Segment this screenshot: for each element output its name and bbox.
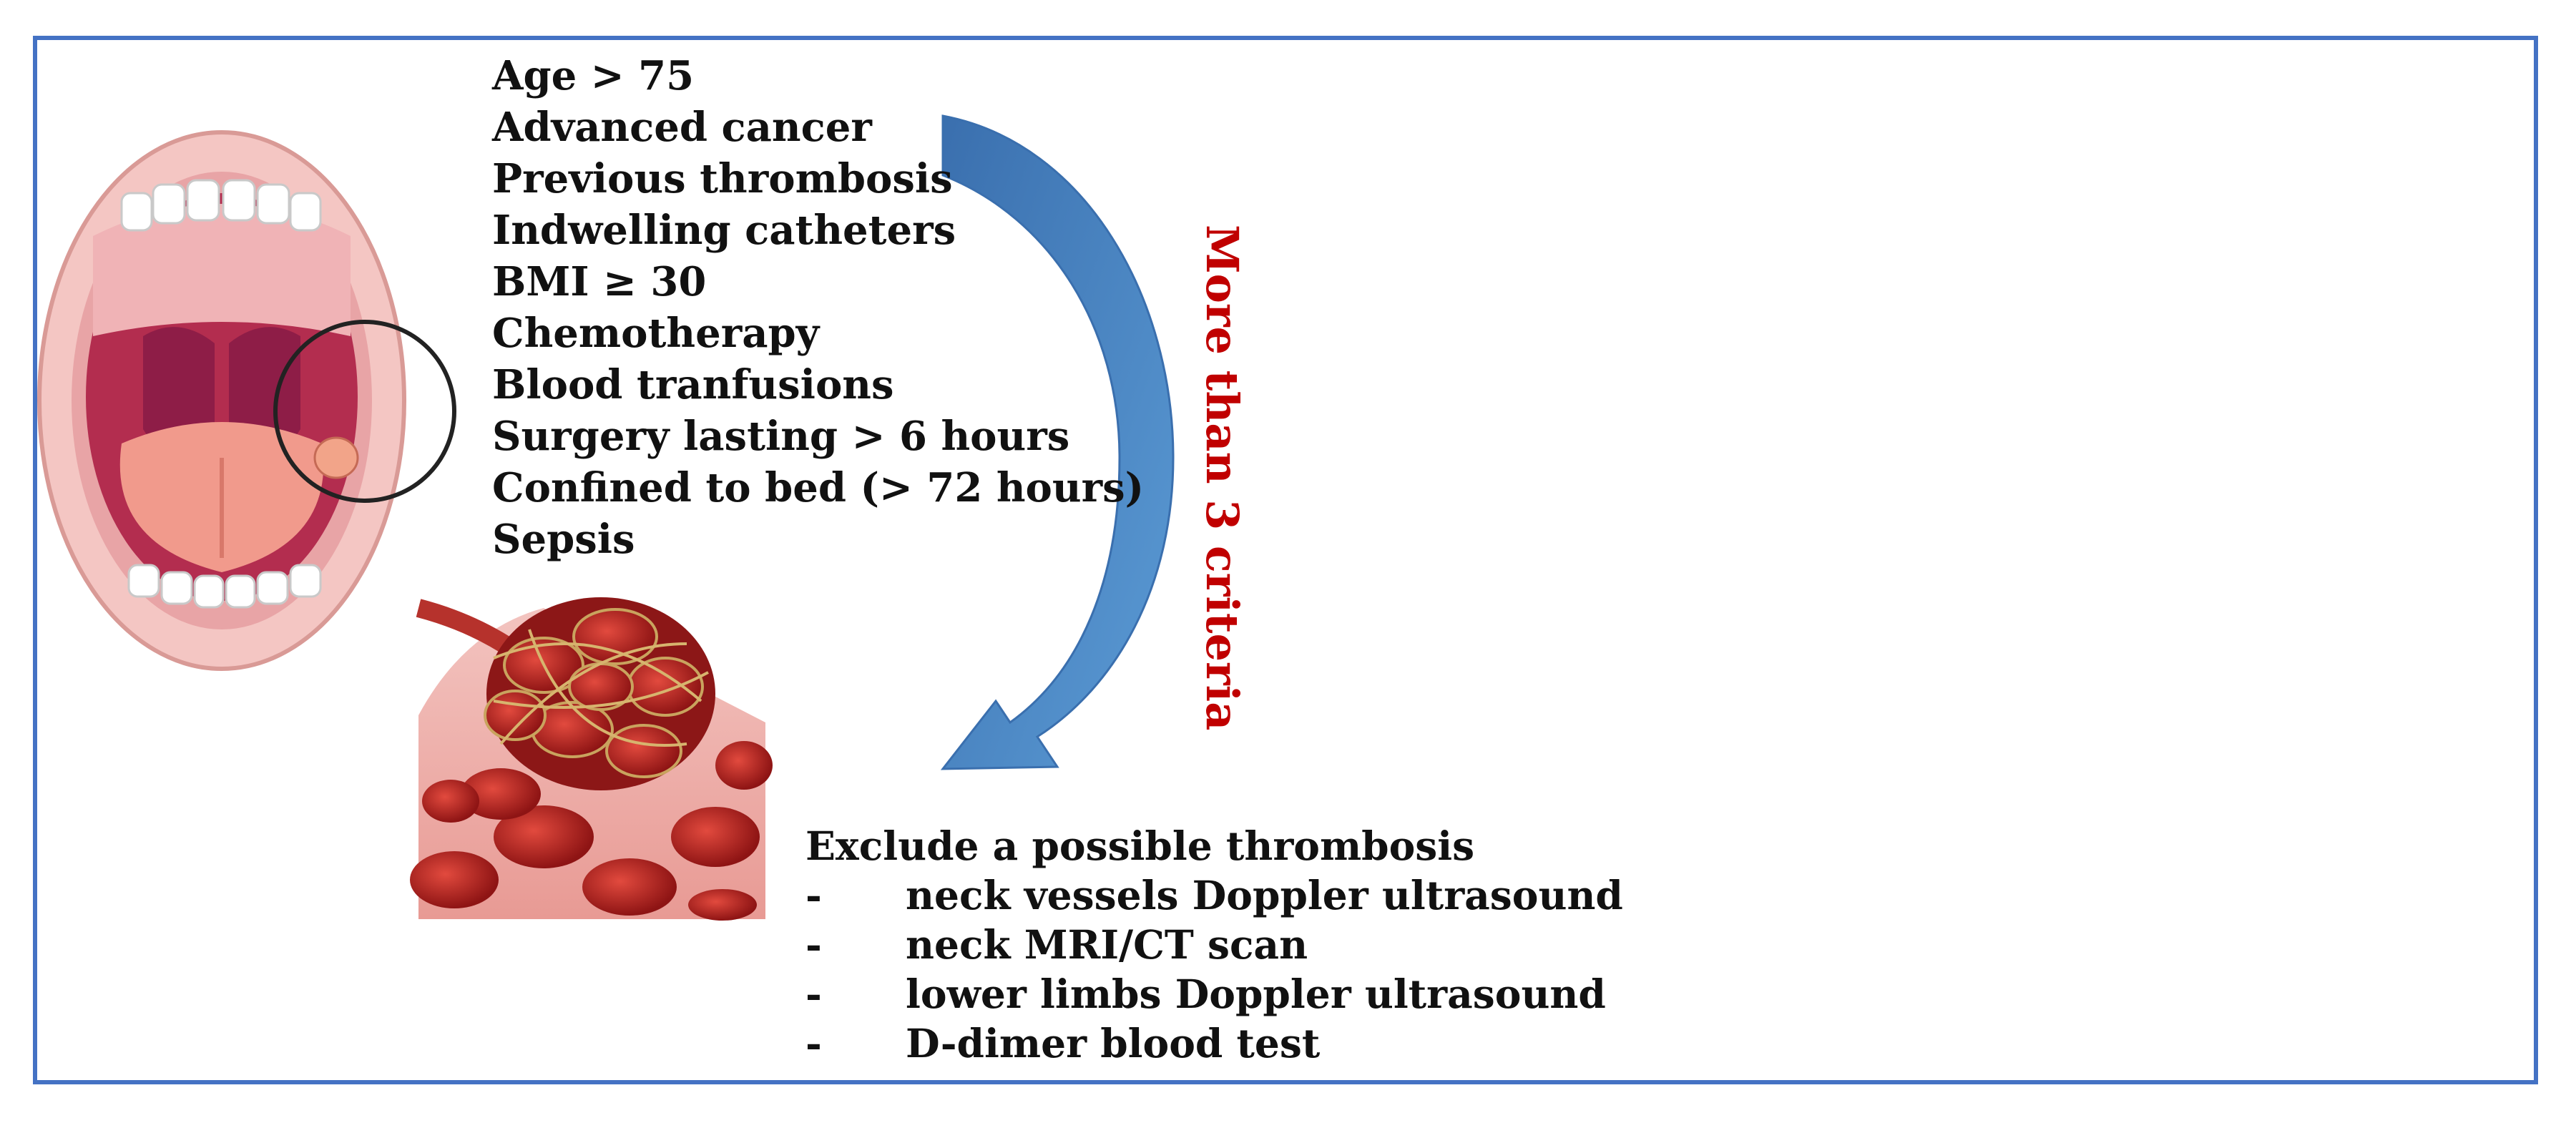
clot	[484, 597, 715, 790]
flow-arrow	[940, 114, 1175, 770]
criteria-label: More than 3 criteria	[1196, 225, 1253, 730]
lesion-highlight-circle	[273, 320, 456, 503]
exam-item: - neck vessels Doppler ultrasound	[805, 870, 1623, 920]
thrombus-illustration	[410, 597, 773, 921]
exam-item-text: neck MRI/CT scan	[906, 921, 1308, 968]
exam-item-text: neck vessels Doppler ultrasound	[906, 872, 1623, 918]
risk-factor-item: Confined to bed (> 72 hours)	[492, 464, 1145, 511]
exam-item: - neck MRI/CT scan	[805, 920, 1623, 969]
exam-item: - lower limbs Doppler ultrasound	[805, 969, 1623, 1019]
risk-factor-item: Chemotherapy	[492, 310, 820, 357]
mouth-illustration	[37, 130, 406, 671]
list-dash: -	[805, 921, 822, 968]
risk-factor-item: Surgery lasting > 6 hours	[492, 413, 1070, 460]
risk-factor-item: Age > 75	[492, 52, 695, 99]
risk-factor-item: Previous thrombosis	[492, 155, 953, 202]
list-dash: -	[805, 1020, 822, 1066]
criteria-label-text: More than 3 criteria	[1196, 225, 1248, 731]
risk-factor-list: Age > 75 Advanced cancer Previous thromb…	[492, 50, 1144, 565]
risk-factor-item: Blood tranfusions	[492, 361, 894, 408]
exclude-thrombosis-block: Exclude a possible thrombosis - neck vess…	[805, 821, 1623, 1068]
risk-factor-item: Sepsis	[492, 516, 635, 563]
risk-factor-item: Advanced cancer	[492, 104, 872, 151]
exam-item: - D-dimer blood test	[805, 1019, 1623, 1068]
risk-factor-item: BMI ≥ 30	[492, 258, 707, 305]
risk-factor-item: Indwelling catheters	[492, 207, 956, 254]
exam-item-text: D-dimer blood test	[906, 1020, 1321, 1066]
exclude-title: Exclude a possible thrombosis	[805, 823, 1475, 869]
exam-item-text: lower limbs Doppler ultrasound	[906, 971, 1606, 1017]
list-dash: -	[805, 971, 822, 1017]
list-dash: -	[805, 872, 822, 918]
exam-list: - neck vessels Doppler ultrasound - neck M…	[805, 870, 1623, 1068]
